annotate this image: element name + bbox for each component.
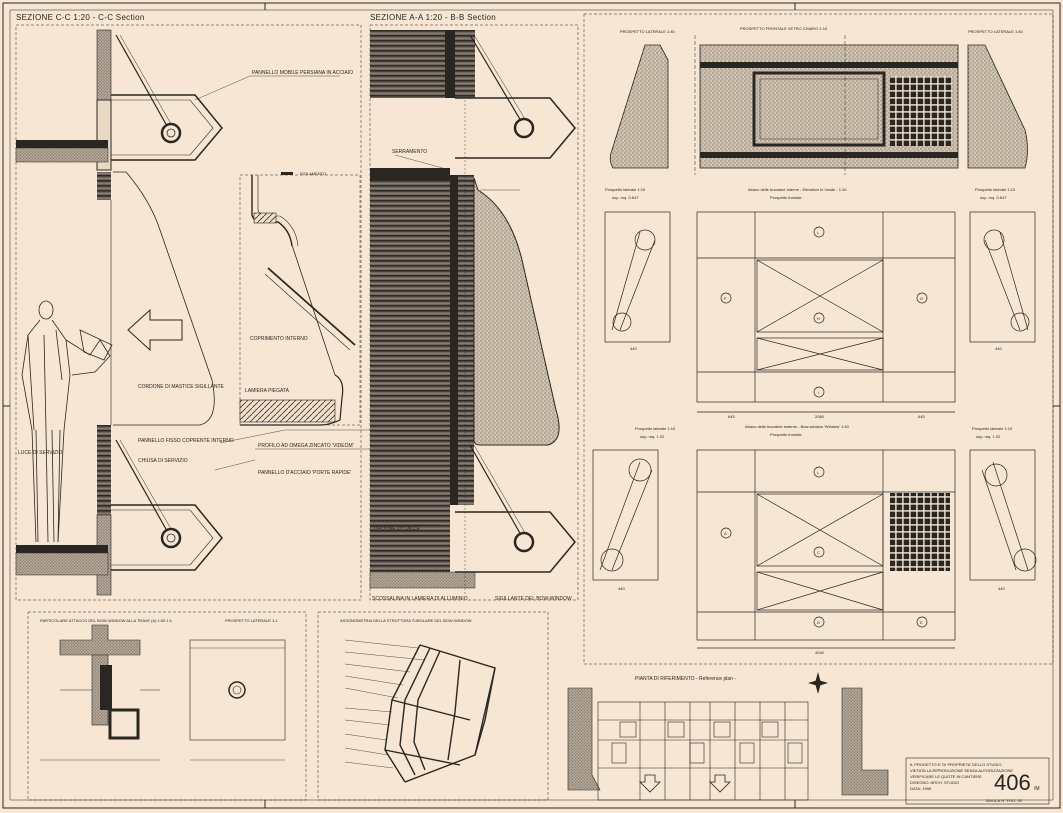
elev-caption-center: Abaco delle bucature interne - Elevation… bbox=[748, 187, 847, 192]
section-cc-note4: PANNELLO FISSO COPRENTE INTERNO bbox=[138, 438, 234, 444]
detail-bottom-left: PARTICOLARE ATTACCO DEL BOW-WINDOW ALLA … bbox=[27, 611, 307, 801]
elev-side-right-top: PROSPETTO LATERALE 1:40 bbox=[968, 29, 1024, 34]
letter-F-inner: F bbox=[724, 296, 727, 301]
elev-caption-mid-left-mq: sup. mq. 1.02 bbox=[640, 434, 665, 439]
plan-arrow-left-icon bbox=[639, 774, 661, 793]
elev-caption-mid: Abaco delle bucature esterne - Bow-windo… bbox=[745, 424, 850, 429]
dim-d1-inner: 645 bbox=[728, 414, 735, 419]
section-cc-label-insulation: ISOLAMENTO bbox=[300, 171, 326, 176]
elev-caption-right-mq: sup. mq. 0.647 bbox=[980, 195, 1007, 200]
title-block: IL PROGETTO E' DI PROPRIETA' DELLO STUDI… bbox=[905, 757, 1050, 805]
elev-side-left-top: PROSPETTO LATERALE 1:40 bbox=[620, 29, 676, 34]
section-cc-label-left: LUCE DI SERVIZIO bbox=[18, 450, 62, 456]
letter-I-inner: I bbox=[818, 390, 819, 395]
elevations: PROSPETTO LATERALE 1:40 PROSPETTO FRONTA… bbox=[583, 13, 1054, 665]
legend-line1: IL PROGETTO E' DI PROPRIETA' DELLO STUDI… bbox=[910, 762, 1001, 767]
section-aa-title: SEZIONE A-A 1:20 - B-B Section bbox=[370, 13, 496, 22]
letter-C-outer: C bbox=[817, 550, 820, 555]
legend-line5: DATA: 1998 bbox=[910, 786, 932, 791]
section-cc: SEZIONE C-C 1:20 - C-C Section bbox=[15, 13, 370, 601]
section-cc-title: SEZIONE C-C 1:20 - C-C Section bbox=[16, 13, 145, 22]
dim-inside-width: 2060 bbox=[815, 414, 825, 419]
sheet-code: TAVOLA N° FOG. 00 bbox=[985, 798, 1023, 803]
elev-caption-mid-right-mq: sup. mq. 1.02 bbox=[976, 434, 1001, 439]
legend-line3: VERIFICARE LE QUOTE IN CANTIERE bbox=[910, 774, 982, 779]
dim-d1-inner-right: 645 bbox=[918, 414, 925, 419]
section-aa-note5: CORDONE DI CALCE bbox=[370, 526, 421, 532]
elev-caption-center-sub: Prospetto frontale bbox=[770, 195, 802, 200]
letter-E-outer: E bbox=[920, 620, 923, 625]
letter-D-outer: D bbox=[817, 620, 820, 625]
reference-plan: PIANTA DI RIFERIMENTO - Reference plan - bbox=[567, 672, 889, 801]
section-cc-note5: CHIUSA DI SERVIZIO bbox=[138, 458, 188, 464]
letter-L-outer: L bbox=[817, 470, 820, 475]
letter-G-inner: G bbox=[920, 296, 923, 301]
sheet-number: 406 bbox=[994, 770, 1031, 795]
section-cc-copertura: COPRIMENTO INTERNO bbox=[250, 336, 308, 342]
legend-line4: DISEGNO: ARCH. STUDIO bbox=[910, 780, 959, 785]
iso-structure: ASSONOMETRIA DELLA STRUTTURA TUBOLARE DE… bbox=[317, 611, 549, 801]
section-aa-note6: SIGILLANTE DEL BOW-WINDOW bbox=[495, 596, 572, 602]
section-aa-note2: PROFILO AD OMEGA ZINCATO 'VIDEOM' bbox=[258, 443, 354, 449]
section-aa-note4: SCOSSALINA IN LAMIERA DI ALLUMINIO bbox=[372, 596, 468, 602]
letter-A-outer: A bbox=[724, 531, 727, 536]
elev-caption-right: Prospetto laterale 1:10 bbox=[975, 187, 1016, 192]
sheet-suffix: /M bbox=[1034, 786, 1040, 792]
elev-caption-left-mq: sup. mq. 0.647 bbox=[612, 195, 639, 200]
dim-d5-left: 440 bbox=[630, 346, 637, 351]
section-aa-note3: PANNELLO D'ACCIAIO 'PORTE RAPIDE' bbox=[258, 470, 351, 476]
direction-arrow-icon bbox=[127, 308, 183, 352]
dim-d5-bottom-left: 440 bbox=[618, 586, 625, 591]
section-cc-note3: CORDONE DI MASTICE SIGILLANTE bbox=[138, 384, 225, 390]
iso-title: ASSONOMETRIA DELLA STRUTTURA TUBOLARE DE… bbox=[340, 618, 472, 623]
elev-caption-mid-sub: Prospetto frontale bbox=[770, 432, 802, 437]
dim-d5-bottom-right: 440 bbox=[998, 586, 1005, 591]
detail-left-title: PARTICOLARE ATTACCO DEL BOW-WINDOW ALLA … bbox=[40, 618, 173, 623]
section-aa: SEZIONE A-A 1:20 - B-B Section SE bbox=[255, 13, 579, 602]
elev-caption-mid-right: Prospetto laterale 1:10 bbox=[972, 426, 1013, 431]
letter-L-inner: L bbox=[817, 230, 820, 235]
section-cc-note1: PANNELLO MOBILE PERSIANA IN ACCIAIO bbox=[252, 70, 353, 76]
dim-outside-width: 4040 bbox=[815, 650, 825, 655]
dim-d5-right: 440 bbox=[995, 346, 1002, 351]
section-aa-note1: SERRAMENTO bbox=[392, 149, 427, 155]
elev-caption-left: Prospetto laterale 1:10 bbox=[605, 187, 646, 192]
plan-arrow-right-icon bbox=[709, 774, 731, 793]
elev-caption-mid-left: Prospetto laterale 1:10 bbox=[635, 426, 676, 431]
legend-line2: VIETATA LA RIPRODUZIONE SENZA AUTORIZZAZ… bbox=[910, 768, 1013, 773]
letter-H-inner: H bbox=[817, 316, 820, 321]
detail-right-title: PROSPETTO LATERALE 1:1 bbox=[225, 618, 278, 623]
human-figure-icon bbox=[21, 300, 113, 543]
plan-title: PIANTA DI RIFERIMENTO - Reference plan - bbox=[635, 676, 736, 682]
elev-front-top: PROSPETTO FRONTALE VETRO CHIARO 1:10 bbox=[740, 26, 828, 31]
section-cc-lamiera: LAMIERA PIEGATA bbox=[245, 388, 290, 394]
north-arrow-icon bbox=[808, 672, 828, 694]
